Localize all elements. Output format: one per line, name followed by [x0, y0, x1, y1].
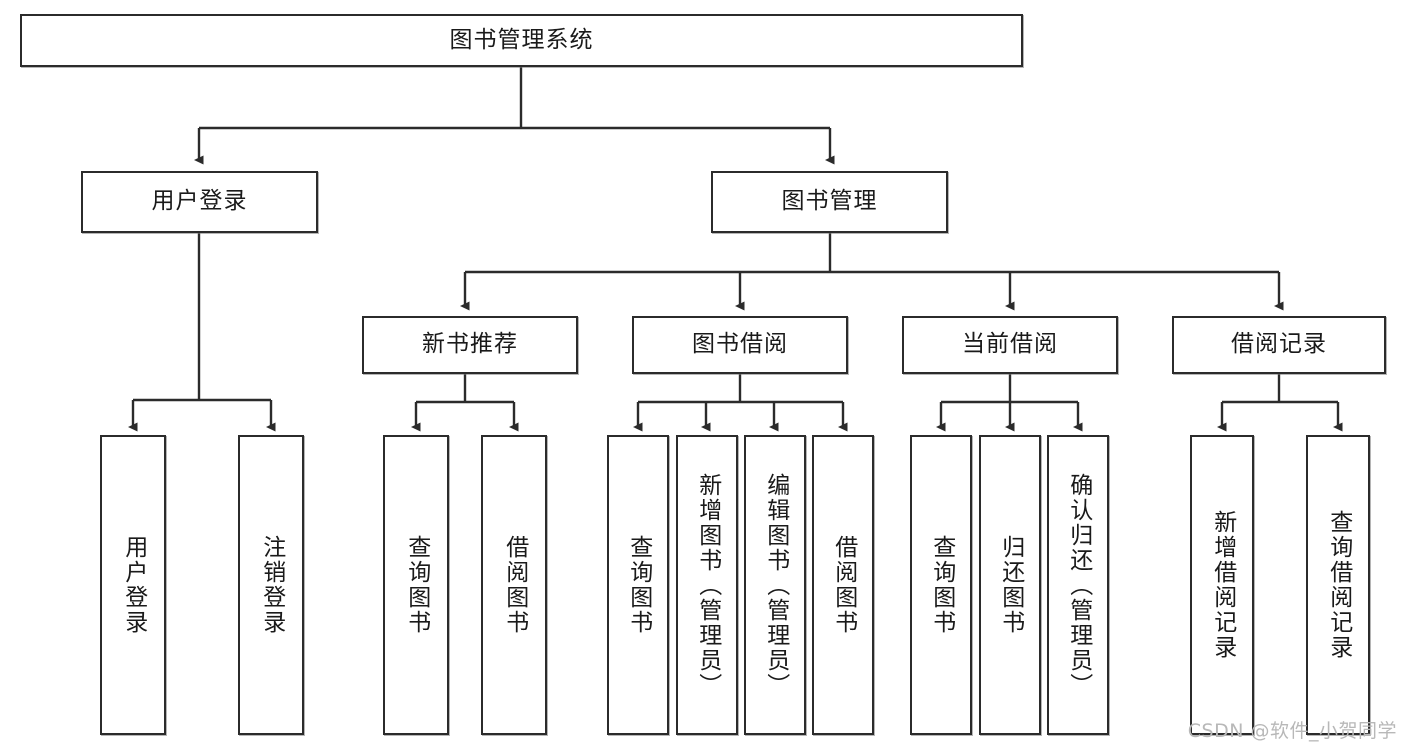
leaf-user-login-2[interactable]: 注销登录 [238, 435, 304, 735]
leaf-book-borrow-2[interactable]: 新增图书（管理员） [676, 435, 738, 735]
leaf-new-book-1[interactable]: 查询图书 [383, 435, 449, 735]
leaf-current-borrow-1[interactable]: 查询图书 [910, 435, 972, 735]
leaf-current-borrow-1-label: 查询图书 [928, 535, 955, 635]
leaf-book-borrow-4-label: 借阅图书 [830, 535, 857, 635]
csdn-watermark: CSDN @软件_小贺同学 [1187, 720, 1397, 742]
leaf-book-borrow-3-label: 编辑图书（管理员） [762, 472, 789, 698]
leaf-new-book-2-label: 借阅图书 [501, 535, 528, 635]
node-new-book-recommend[interactable]: 新书推荐 [362, 316, 578, 374]
leaf-borrow-record-1-label: 新增借阅记录 [1209, 510, 1236, 660]
leaf-book-borrow-4[interactable]: 借阅图书 [812, 435, 874, 735]
node-book-borrow-label: 图书借阅 [692, 331, 788, 358]
leaf-user-login-1[interactable]: 用户登录 [100, 435, 166, 735]
node-book-management-label: 图书管理 [781, 188, 878, 215]
node-current-borrow[interactable]: 当前借阅 [902, 316, 1118, 374]
leaf-user-login-1-label: 用户登录 [120, 535, 147, 635]
node-book-management[interactable]: 图书管理 [711, 171, 948, 233]
leaf-current-borrow-2[interactable]: 归还图书 [979, 435, 1041, 735]
node-borrow-record[interactable]: 借阅记录 [1172, 316, 1386, 374]
node-user-login[interactable]: 用户登录 [81, 171, 318, 233]
node-user-login-label: 用户登录 [151, 188, 248, 215]
node-book-borrow[interactable]: 图书借阅 [632, 316, 848, 374]
leaf-book-borrow-3[interactable]: 编辑图书（管理员） [744, 435, 806, 735]
leaf-new-book-1-label: 查询图书 [403, 535, 430, 635]
leaf-current-borrow-3-label: 确认归还（管理员） [1065, 472, 1092, 698]
leaf-current-borrow-2-label: 归还图书 [997, 535, 1024, 635]
node-root-label: 图书管理系统 [449, 26, 594, 53]
leaf-new-book-2[interactable]: 借阅图书 [481, 435, 547, 735]
leaf-borrow-record-2-label: 查询借阅记录 [1325, 510, 1352, 660]
node-current-borrow-label: 当前借阅 [962, 331, 1058, 358]
leaf-book-borrow-2-label: 新增图书（管理员） [694, 472, 721, 698]
leaf-borrow-record-2[interactable]: 查询借阅记录 [1306, 435, 1370, 735]
node-root-system[interactable]: 图书管理系统 [20, 14, 1023, 67]
leaf-user-login-2-label: 注销登录 [258, 535, 285, 635]
leaf-borrow-record-1[interactable]: 新增借阅记录 [1190, 435, 1254, 735]
node-borrow-record-label: 借阅记录 [1231, 331, 1327, 358]
node-new-book-recommend-label: 新书推荐 [422, 331, 518, 358]
leaf-book-borrow-1-label: 查询图书 [625, 535, 652, 635]
leaf-book-borrow-1[interactable]: 查询图书 [607, 435, 669, 735]
leaf-current-borrow-3[interactable]: 确认归还（管理员） [1047, 435, 1109, 735]
